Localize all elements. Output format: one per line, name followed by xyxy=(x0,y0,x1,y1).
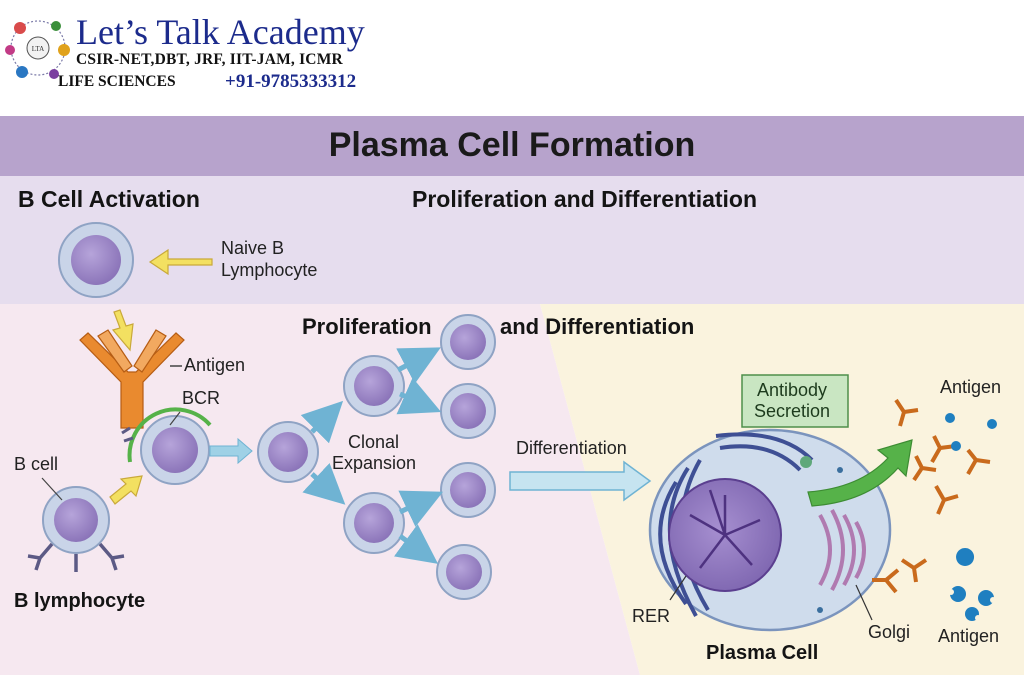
clone-cell-5 xyxy=(440,383,496,439)
section-b-cell-activation: B Cell Activation xyxy=(18,186,200,212)
clonal-arrows xyxy=(300,347,444,564)
arrow-to-bcr xyxy=(111,309,134,352)
b-lymphocyte xyxy=(27,486,125,572)
label-clonal: Clonal xyxy=(348,432,400,452)
label-golgi: Golgi xyxy=(868,622,911,642)
svg-text:LTA: LTA xyxy=(32,45,44,53)
label-lymphocyte: Lymphocyte xyxy=(221,260,318,280)
exam-list: CSIR-NET,DBT, JRF, IIT-JAM, ICMR xyxy=(76,51,343,68)
naive-arrow xyxy=(148,248,213,276)
differentiation-arrow xyxy=(509,460,652,502)
academy-name: Let’s Talk Academy xyxy=(76,12,365,52)
rer-pointer xyxy=(669,575,687,601)
arrow-to-activated xyxy=(109,475,143,505)
title-bar xyxy=(0,116,1024,176)
golgi-pointer xyxy=(855,584,873,621)
antigen-particles-top xyxy=(945,413,997,451)
phone-number: +91-9785333312 xyxy=(225,71,357,92)
clone-cell-4 xyxy=(440,314,496,370)
clone-cell-3 xyxy=(343,492,405,554)
clone-cell-7 xyxy=(436,544,492,600)
label-antigen: Antigen xyxy=(184,355,246,375)
label-differentiation: Differentiation xyxy=(516,438,627,458)
label-antibody: Antibody xyxy=(757,380,828,400)
label-rer: RER xyxy=(632,606,671,626)
clone-cell-6 xyxy=(440,462,496,518)
clone-cell-2 xyxy=(343,355,405,417)
arrow-to-clone xyxy=(209,437,253,465)
chromatin xyxy=(689,489,761,569)
section-proliferation-mid: Proliferation xyxy=(302,314,432,339)
secretion-arrow xyxy=(807,439,913,507)
page-title: Plasma Cell Formation xyxy=(328,126,696,164)
academy-logo: LTA xyxy=(5,20,70,79)
label-naive-b: Naive B xyxy=(221,238,285,258)
life-sciences-label: LIFE SCIENCES xyxy=(58,73,176,90)
label-b-lymphocyte: B lymphocyte xyxy=(14,590,146,612)
clone-cell-1 xyxy=(257,421,319,483)
bcr-pointer xyxy=(169,411,181,426)
b-cell-pointer xyxy=(41,477,63,501)
label-antigen-bottom-right: Antigen xyxy=(938,626,1000,646)
academy-header: LTA Let’s Talk Academy CSIR-NET,DBT, JRF… xyxy=(0,0,1024,116)
label-bcr: BCR xyxy=(182,388,221,408)
section-differentiation-mid: and Differentiation xyxy=(500,314,695,339)
bcr-antibody xyxy=(79,329,185,429)
section-proliferation-top: Proliferation and Differentiation xyxy=(412,186,758,212)
label-antigen-top-right: Antigen xyxy=(940,377,1002,397)
label-plasma-cell: Plasma Cell xyxy=(706,642,819,664)
golgi-stack xyxy=(818,509,866,591)
plasma-cell xyxy=(648,428,892,632)
label-b-cell: B cell xyxy=(14,454,59,474)
label-secretion: Secretion xyxy=(754,401,831,421)
top-band xyxy=(0,176,1024,304)
antibody-secretion-box xyxy=(741,374,849,428)
antigen-notches xyxy=(948,565,996,621)
label-expansion: Expansion xyxy=(332,453,417,473)
activated-b-cell xyxy=(121,407,212,485)
naive-b-cell xyxy=(58,222,134,298)
plasma-cell-diagram xyxy=(0,176,1024,675)
